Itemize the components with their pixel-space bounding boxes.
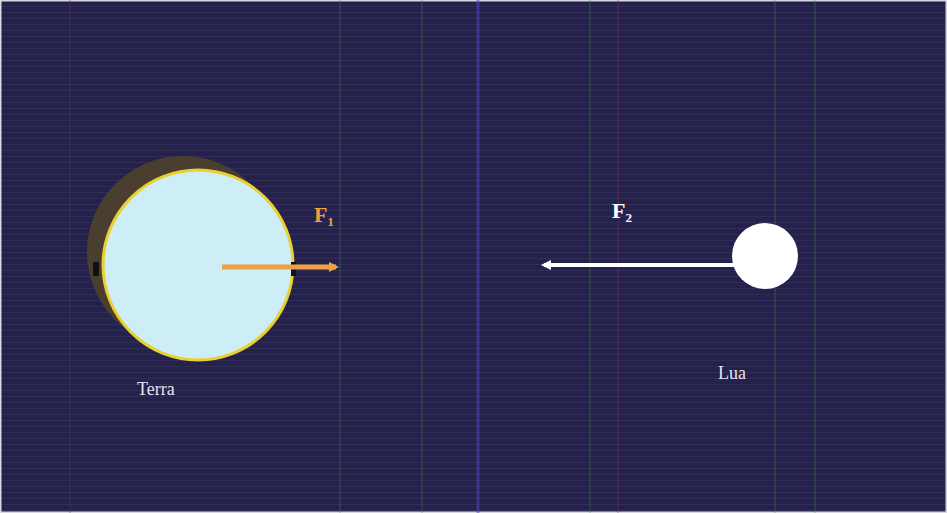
moon-circle — [732, 223, 798, 289]
force-label: F₂ — [612, 200, 632, 222]
body-name: Lua — [718, 364, 746, 382]
body-name: Terra — [137, 380, 175, 398]
earth-mark — [93, 262, 99, 276]
force-label: F₁ — [314, 204, 334, 226]
grid-lines — [70, 0, 815, 513]
force-arrow — [222, 265, 336, 270]
force-arrow — [544, 263, 735, 267]
